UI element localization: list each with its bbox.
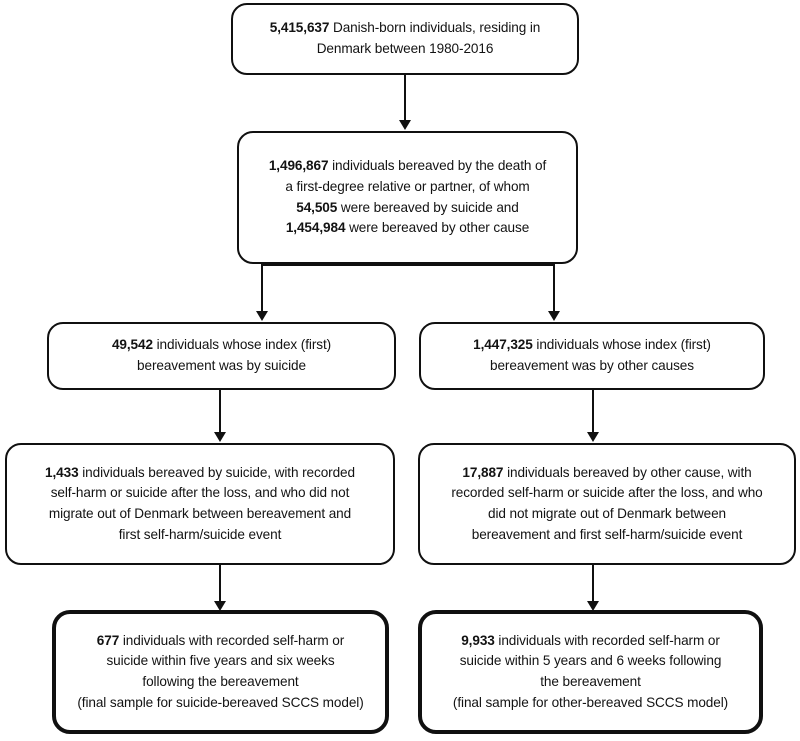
arrowhead-index-other-to-eligible <box>587 432 599 442</box>
connector-total-to-bereaved <box>404 75 406 124</box>
node-bereaved-total: 1,496,867 individuals bereaved by the de… <box>237 131 578 264</box>
arrowhead-suicide-eligible-to-final <box>214 601 226 611</box>
node-other-final-text: 9,933 individuals with recorded self-har… <box>452 632 729 710</box>
node-other-eligible-text: 17,887 individuals bereaved by other cau… <box>451 464 763 542</box>
arrowhead-bereaved-to-index-other <box>548 311 560 321</box>
node-index-other: 1,447,325 individuals whose index (first… <box>419 322 765 390</box>
node-total-population-text: 5,415,637 Danish-born individuals, resid… <box>269 20 541 56</box>
node-other-eligible: 17,887 individuals bereaved by other cau… <box>418 443 796 565</box>
node-suicide-final: 677 individuals with recorded self-harm … <box>52 610 389 734</box>
connector-bereaved-to-index-suicide <box>261 264 263 315</box>
node-index-suicide: 49,542 individuals whose index (first)be… <box>47 322 396 390</box>
arrowhead-total-to-bereaved <box>399 120 411 130</box>
connector-index-other-to-eligible <box>592 390 594 436</box>
node-bereaved-total-text: 1,496,867 individuals bereaved by the de… <box>268 158 547 236</box>
node-suicide-eligible: 1,433 individuals bereaved by suicide, w… <box>5 443 395 565</box>
node-suicide-final-text: 677 individuals with recorded self-harm … <box>77 632 364 710</box>
arrowhead-index-suicide-to-eligible <box>214 432 226 442</box>
node-suicide-eligible-text: 1,433 individuals bereaved by suicide, w… <box>45 464 355 542</box>
connector-bereaved-to-index-other <box>553 264 555 315</box>
node-index-other-text: 1,447,325 individuals whose index (first… <box>473 337 711 373</box>
node-index-suicide-text: 49,542 individuals whose index (first)be… <box>111 337 332 373</box>
arrowhead-bereaved-to-index-suicide <box>256 311 268 321</box>
connector-suicide-eligible-to-final <box>219 565 221 605</box>
node-total-population: 5,415,637 Danish-born individuals, resid… <box>231 3 579 75</box>
arrowhead-other-eligible-to-final <box>587 601 599 611</box>
connector-index-suicide-to-eligible <box>219 390 221 436</box>
connector-split-horizontal <box>262 264 555 266</box>
connector-other-eligible-to-final <box>592 565 594 605</box>
node-other-final: 9,933 individuals with recorded self-har… <box>418 610 763 734</box>
